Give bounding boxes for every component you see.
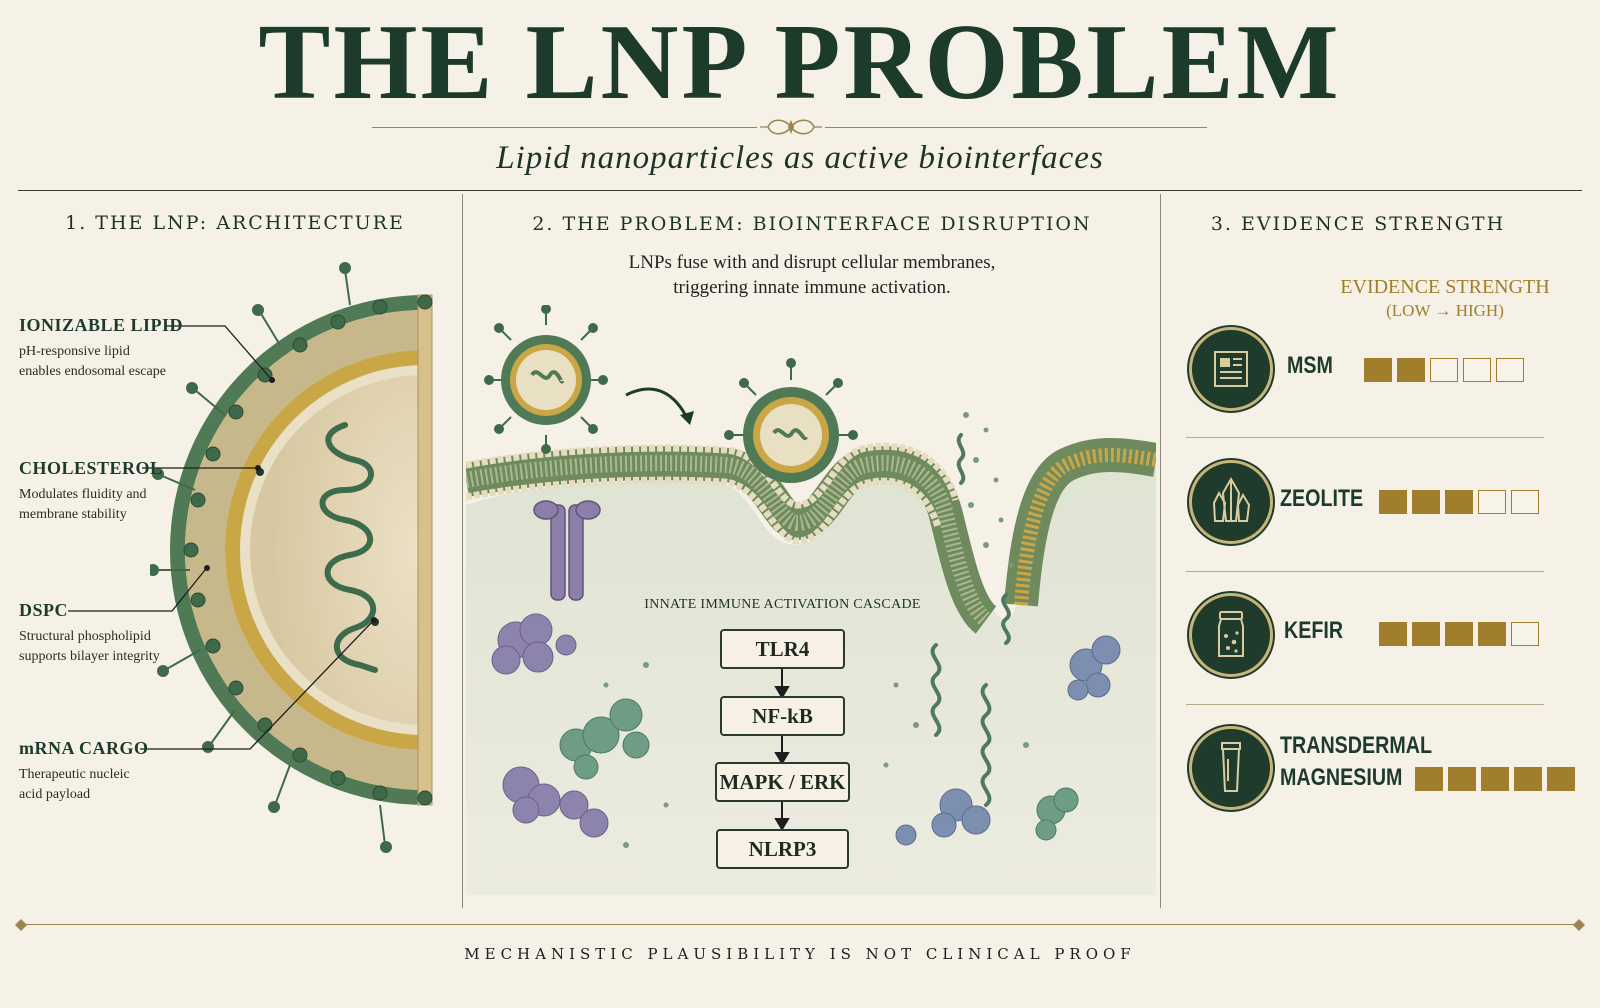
problem-description: LNPs fuse with and disrupt cellular memb… xyxy=(470,251,1154,300)
evidence-box-filled xyxy=(1379,490,1407,514)
page-subtitle: Lipid nanoparticles as active biointerfa… xyxy=(496,140,1104,176)
evidence-box-filled xyxy=(1547,767,1575,791)
evidence-box-filled xyxy=(1445,490,1473,514)
label-dspc: DSPC Structural phospholipid supports bi… xyxy=(19,600,164,668)
footer-note: MECHANISTIC PLAUSIBILITY IS NOT CLINICAL… xyxy=(464,945,1136,963)
evidence-item-msm-name: MSM xyxy=(1287,352,1333,379)
evidence-box-filled xyxy=(1478,622,1506,646)
header-rule xyxy=(18,190,1582,191)
panel1-heading: 1. THE LNP: ARCHITECTURE xyxy=(65,212,405,234)
evidence-scale-title: EVIDENCE STRENGTH xyxy=(1340,276,1550,298)
newspaper-icon xyxy=(1214,351,1248,387)
membrane-disruption-illustration xyxy=(466,305,1156,895)
label-cholesterol: CHOLESTEROL Modulates fluidity and membr… xyxy=(19,458,169,526)
panel3-heading: 3. EVIDENCE STRENGTH xyxy=(1210,213,1506,235)
evidence-box-filled xyxy=(1415,767,1443,791)
evidence-box-empty xyxy=(1496,358,1524,382)
page-title: THE LNP PROBLEM xyxy=(258,3,1342,122)
evidence-separator-2 xyxy=(1186,571,1544,572)
evidence-box-filled xyxy=(1412,622,1440,646)
evidence-bar-zeolite xyxy=(1379,490,1544,518)
msm-medallion xyxy=(1189,327,1273,411)
label-ionizable-lipid-desc: pH-responsive lipid enables endosomal es… xyxy=(19,344,166,380)
label-ionizable-lipid: IONIZABLE LIPID pH-responsive lipid enab… xyxy=(19,315,183,383)
label-mrna-cargo-desc: Therapeutic nucleic acid payload xyxy=(19,767,130,803)
evidence-box-filled xyxy=(1412,490,1440,514)
evidence-box-empty xyxy=(1511,622,1539,646)
evidence-item-transdermal-line2: MAGNESIUM xyxy=(1280,764,1403,792)
ornament-line-left xyxy=(372,127,757,128)
problem-description-line1: LNPs fuse with and disrupt cellular memb… xyxy=(628,252,996,273)
footer-rule xyxy=(18,924,1582,925)
label-dspc-desc: Structural phospholipid supports bilayer… xyxy=(19,629,160,665)
label-leader-lines xyxy=(68,325,377,750)
evidence-separator-1 xyxy=(1186,437,1544,438)
evidence-box-empty xyxy=(1511,490,1539,514)
evidence-box-filled xyxy=(1448,767,1476,791)
evidence-box-empty xyxy=(1430,358,1458,382)
evidence-box-empty xyxy=(1478,490,1506,514)
evidence-scale-legend: EVIDENCE STRENGTH (LOW → HIGH) xyxy=(1330,274,1560,322)
evidence-item-transdermal-magnesium-name: TRANSDERMAL MAGNESIUM xyxy=(1280,730,1432,795)
evidence-bar-msm xyxy=(1364,358,1529,386)
cascade-step-mapk-erk: MAPK / ERK xyxy=(715,762,850,802)
label-ionizable-lipid-title: IONIZABLE LIPID xyxy=(19,315,184,335)
label-mrna-cargo-title: mRNA CARGO xyxy=(19,738,149,758)
evidence-box-filled xyxy=(1514,767,1542,791)
lnp-cross-section-illustration xyxy=(150,262,433,853)
free-lnp-particle xyxy=(484,305,608,454)
label-cholesterol-desc: Modulates fluidity and membrane stabilit… xyxy=(19,487,147,523)
evidence-box-filled xyxy=(1364,358,1392,382)
evidence-item-transdermal-line1: TRANSDERMAL xyxy=(1280,732,1432,759)
label-dspc-title: DSPC xyxy=(19,600,69,620)
panel2-heading: 2. THE PROBLEM: BIOINTERFACE DISRUPTION xyxy=(532,213,1092,235)
evidence-scale-range: (LOW → HIGH) xyxy=(1386,301,1504,320)
footer-diamond-right-icon xyxy=(1573,919,1585,931)
evidence-bar-kefir xyxy=(1379,622,1544,650)
panel-divider-1 xyxy=(462,194,463,908)
label-mrna-cargo: mRNA CARGO Therapeutic nucleic acid payl… xyxy=(19,738,149,806)
tube-icon xyxy=(1221,742,1241,792)
panel-divider-2 xyxy=(1160,194,1161,908)
zeolite-medallion xyxy=(1189,460,1273,544)
cascade-title: INNATE IMMUNE ACTIVATION CASCADE xyxy=(644,597,921,612)
evidence-box-filled xyxy=(1445,622,1473,646)
problem-description-line2: triggering innate immune activation. xyxy=(673,276,951,298)
jar-icon xyxy=(1218,611,1244,657)
cascade-step-nfkb: NF-kB xyxy=(720,696,845,736)
evidence-item-zeolite-name: ZEOLITE xyxy=(1280,485,1364,512)
evidence-separator-3 xyxy=(1186,704,1544,705)
ornament-line-right xyxy=(825,127,1207,128)
kefir-medallion xyxy=(1189,593,1273,677)
evidence-box-filled xyxy=(1481,767,1509,791)
transdermal-magnesium-medallion xyxy=(1189,726,1273,810)
evidence-box-empty xyxy=(1463,358,1491,382)
footer-diamond-left-icon xyxy=(15,919,27,931)
flourish-ornament-icon xyxy=(760,119,822,135)
evidence-box-filled xyxy=(1379,622,1407,646)
evidence-item-kefir-name: KEFIR xyxy=(1284,617,1344,644)
label-cholesterol-title: CHOLESTEROL xyxy=(19,458,163,478)
crystal-icon xyxy=(1212,476,1251,522)
cascade-step-nlrp3: NLRP3 xyxy=(716,829,849,869)
evidence-box-filled xyxy=(1397,358,1425,382)
cascade-step-tlr4: TLR4 xyxy=(720,629,845,669)
evidence-bar-transdermal-magnesium xyxy=(1415,767,1580,795)
